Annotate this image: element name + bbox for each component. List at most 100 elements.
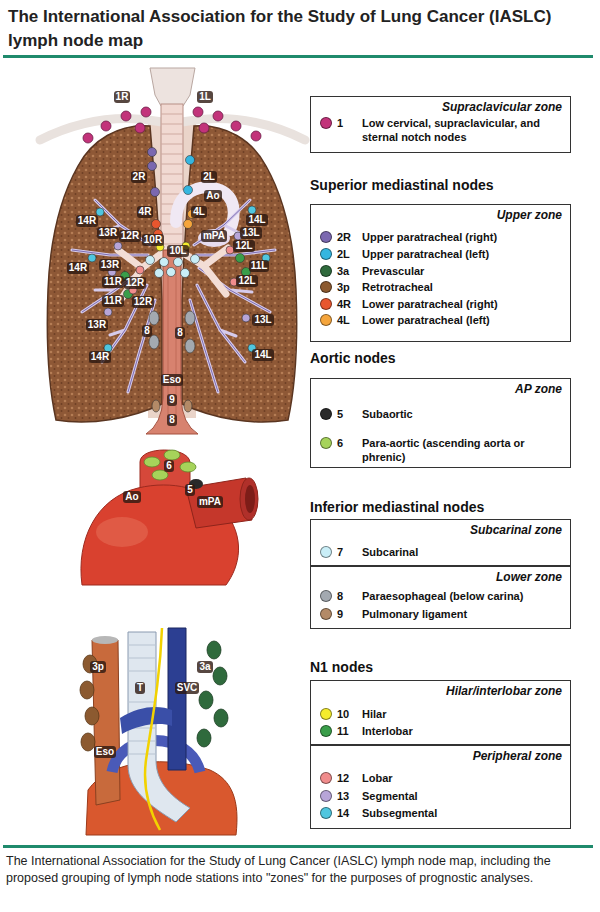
lung-illustration-part-part	[184, 186, 193, 195]
legend-text: Low cervical, supraclavicular, and stern…	[362, 116, 564, 144]
lung-illustration-part-part	[242, 314, 250, 322]
lung-illustration-part-part	[136, 266, 144, 274]
station-number: 14	[337, 806, 349, 820]
callout-label: 12L	[236, 275, 257, 287]
legend-text: Paraesophageal (below carina)	[362, 589, 564, 603]
section-heading: Aortic nodes	[310, 349, 396, 367]
legend-text: Interlobar	[362, 724, 564, 738]
legend-swatch	[320, 314, 332, 326]
superior-mediastinum-illustration-part	[92, 636, 118, 644]
callout-label: 14L	[252, 349, 273, 361]
lung-illustration-part-part	[251, 131, 261, 141]
callout-label: 4L	[191, 206, 207, 218]
callout-label: Ao	[123, 491, 140, 503]
legend-text: Subcarinal	[362, 545, 564, 559]
station-number: 2R	[337, 230, 351, 244]
callout-label: 11L	[249, 260, 270, 272]
station-number: 4L	[337, 313, 350, 327]
legend-text: Segmental	[362, 789, 564, 803]
superior-mediastinum-illustration-part	[145, 628, 162, 830]
callout-label: 13L	[252, 314, 273, 326]
lung-illustration-part-part	[236, 254, 245, 263]
legend-swatch	[320, 298, 332, 310]
station-number: 11	[337, 724, 349, 738]
superior-mediastinum-illustration-part-part	[81, 733, 95, 751]
lung-illustration-part-part	[104, 308, 112, 316]
callout-label: 14R	[89, 351, 111, 363]
legend-swatch	[320, 725, 332, 737]
callout-label: 1L	[197, 91, 213, 103]
callout-label: SVC	[175, 682, 200, 694]
callout-label: 5	[185, 484, 195, 496]
callout-label: 12R	[132, 296, 154, 308]
zone-heading: Hilar/interlobar zone	[311, 681, 570, 699]
lung-illustration-part	[150, 68, 195, 106]
rule-lines	[3, 55, 593, 848]
callout-label: 12L	[233, 240, 254, 252]
legend-swatch	[320, 248, 332, 260]
callout-label: mPA	[197, 496, 223, 508]
lung-illustration-part-part	[148, 162, 157, 171]
callout-label: 12R	[119, 230, 141, 242]
station-number: 10	[337, 707, 349, 721]
callout-label: 2R	[131, 171, 148, 183]
superior-mediastinum-illustration-part-part	[207, 641, 221, 659]
lung-illustration-part-part	[149, 311, 159, 325]
zone-heading: Upper zone	[311, 205, 570, 223]
section-heading: Inferior mediastinal nodes	[310, 498, 484, 516]
lung-illustration-part	[72, 200, 155, 392]
legend-swatch	[320, 408, 332, 420]
legend-text: Hilar	[362, 707, 564, 721]
lung-illustration-part-part	[191, 255, 200, 264]
lung-illustration-part	[198, 229, 230, 247]
legend-swatch	[320, 772, 332, 784]
station-number: 13	[337, 789, 349, 803]
station-number: 9	[337, 607, 343, 621]
lung-illustration-part-part	[213, 111, 223, 121]
callout-label: 13R	[99, 259, 121, 271]
lung-illustration-part	[146, 250, 198, 434]
zone-heading: Subcarinal zone	[311, 520, 570, 538]
zone-heading: AP zone	[311, 379, 570, 397]
lung-illustration-part	[182, 119, 305, 140]
callout-label: mPA	[201, 230, 227, 242]
caption-text: The International Association for the St…	[6, 853, 592, 887]
callout-label: 1R	[114, 91, 131, 103]
heart-illustration-part	[245, 485, 255, 513]
superior-mediastinum-illustration-part-part	[197, 729, 211, 747]
legend-swatch	[320, 265, 332, 277]
lung-illustration-part-part	[185, 339, 195, 353]
callout-label: 13L	[240, 227, 261, 239]
legend-swatch	[320, 231, 332, 243]
heart-illustration-part	[81, 485, 239, 585]
callout-label: 3a	[197, 661, 212, 673]
station-number: 7	[337, 545, 343, 559]
callout-label: T	[135, 682, 145, 694]
lung-illustration-part-part	[199, 123, 209, 133]
callout-label: 14R	[76, 215, 98, 227]
lung-illustration-part-part	[121, 111, 131, 121]
heart-illustration-part-part	[164, 450, 180, 460]
callout-label: 13R	[97, 227, 119, 239]
zone-heading: Lower zone	[311, 567, 570, 585]
lung-illustration-part-part	[160, 258, 169, 267]
superior-mediastinum-illustration-part-part	[80, 681, 94, 699]
lung-illustration-part-part	[149, 335, 159, 349]
superior-mediastinum-illustration-part	[128, 645, 156, 754]
legend-text: Lower paratracheal (left)	[362, 313, 564, 327]
lung-illustration-part-part	[167, 268, 176, 277]
heart-illustration	[81, 450, 258, 585]
legend-text: Para-aortic (ascending aorta or phrenic)	[362, 436, 564, 464]
zone-heading: Peripheral zone	[311, 746, 570, 764]
legend-swatch	[320, 437, 332, 449]
callout-label: 10L	[167, 245, 188, 257]
legend-text: Upper paratracheal (right)	[362, 230, 564, 244]
legend-swatch	[320, 608, 332, 620]
lung-illustration-part-part	[152, 400, 160, 412]
lung-illustration-part-part	[193, 107, 203, 117]
legend-text: Prevascular	[362, 264, 564, 278]
station-number: 1	[337, 116, 343, 130]
lung-illustration-part-part	[148, 148, 157, 157]
superior-mediastinum-illustration-part-part	[85, 707, 99, 725]
